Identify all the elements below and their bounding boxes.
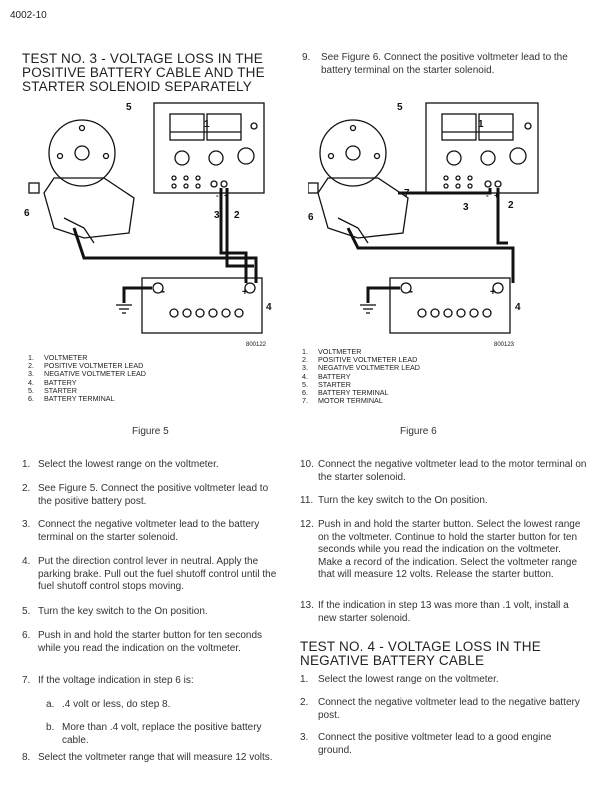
callout-1: 1 [204, 119, 210, 130]
test4-step-1: 1.Select the lowest range on the voltmet… [300, 674, 499, 685]
legend-item: 7.MOTOR TERMINAL [302, 396, 383, 406]
sub-step-b: b.More than .4 volt, replace the positiv… [46, 722, 262, 746]
callout-5: 5 [126, 102, 132, 113]
callout-6: 6 [24, 208, 30, 219]
callout-4: 4 [515, 302, 521, 313]
svg-text:+: + [242, 287, 248, 298]
figure-6-diagram: 1 2 3 4 5 6 7 - + - + 800123 [308, 102, 539, 348]
left-step-5: 5.Turn the key switch to the On position… [22, 606, 208, 617]
callout-6: 6 [308, 212, 314, 223]
right-step-13: 13.If the indication in step 13 was more… [300, 600, 569, 624]
right-step-11: 11.Turn the key switch to the On positio… [300, 495, 488, 506]
battery-box [389, 277, 511, 334]
sub-step-a: a..4 volt or less, do step 8. [46, 699, 171, 710]
legend-item: 3.NEGATIVE VOLTMETER LEAD [28, 369, 146, 379]
left-step-2: 2.See Figure 5. Connect the positive vol… [22, 483, 269, 507]
callout-3: 3 [463, 202, 469, 213]
figure-6-caption: Figure 6 [400, 426, 437, 437]
figure-6-code: 800123 [494, 342, 515, 348]
figure-6-legend: 1.VOLTMETER 2.POSITIVE VOLTMETER LEAD 3.… [302, 347, 420, 406]
callout-2: 2 [508, 200, 514, 211]
callout-5: 5 [397, 102, 403, 113]
svg-text:+: + [490, 287, 496, 298]
left-step-6: 6.Push in and hold the starter button fo… [22, 630, 263, 654]
left-step-1: 1.Select the lowest range on the voltmet… [22, 459, 219, 470]
svg-text:-: - [161, 284, 165, 298]
battery-box [141, 277, 263, 334]
left-step-7: 7.If the voltage indication in step 6 is… [22, 675, 194, 686]
test4-step-3: 3.Connect the positive voltmeter lead to… [300, 732, 552, 756]
legend-item: 6.BATTERY TERMINAL [28, 394, 115, 404]
svg-text:-: - [216, 191, 219, 200]
voltmeter-box [153, 102, 265, 194]
figure-5-diagram: 1 2 3 4 5 6 - + - + 800122 [24, 102, 272, 348]
page-number: 4002-10 [10, 10, 47, 21]
left-step-4: 4.Put the direction control lever in neu… [22, 556, 277, 592]
legend-item: 4.BATTERY [28, 377, 77, 387]
step-9: 9. See Figure 6. Connect the positive vo… [302, 52, 568, 76]
callout-3: 3 [214, 210, 220, 221]
left-step-8: 8.Select the voltmeter range that will m… [22, 752, 273, 763]
svg-text:-: - [486, 191, 489, 200]
right-step-10: 10.Connect the negative voltmeter lead t… [300, 459, 587, 483]
callout-7: 7 [404, 188, 410, 199]
legend-item: 1.VOLTMETER [28, 353, 88, 362]
callout-2: 2 [234, 210, 240, 221]
svg-text:+: + [494, 191, 499, 200]
starter-shape [319, 119, 387, 187]
left-step-3: 3.Connect the negative voltmeter lead to… [22, 519, 260, 543]
legend-item: 5.STARTER [28, 385, 77, 395]
figure-5-caption: Figure 5 [132, 426, 169, 437]
callout-1: 1 [478, 119, 484, 130]
legend-item: 1.VOLTMETER [302, 347, 362, 356]
callout-4: 4 [266, 302, 272, 313]
right-step-12: 12.Push in and hold the starter button. … [300, 519, 581, 580]
figure-5-legend: 1.VOLTMETER 2.POSITIVE VOLTMETER LEAD 3.… [28, 353, 146, 404]
legend-item: 6.BATTERY TERMINAL [302, 388, 389, 398]
svg-text:+: + [224, 191, 229, 200]
test4-heading: TEST NO. 4 - VOLTAGE LOSS IN THE NEGATIV… [300, 639, 541, 668]
test3-heading: TEST NO. 3 - VOLTAGE LOSS IN THE POSITIV… [22, 51, 265, 94]
legend-item: 2.POSITIVE VOLTMETER LEAD [302, 355, 418, 365]
legend-item: 2.POSITIVE VOLTMETER LEAD [28, 361, 144, 371]
figure-5-code: 800122 [246, 342, 267, 348]
legend-item: 3.NEGATIVE VOLTMETER LEAD [302, 363, 420, 373]
starter-shape [48, 119, 116, 187]
legend-item: 5.STARTER [302, 379, 351, 389]
svg-text:-: - [409, 284, 413, 298]
legend-item: 4.BATTERY [302, 371, 351, 381]
test4-step-2: 2.Connect the negative voltmeter lead to… [300, 697, 580, 721]
